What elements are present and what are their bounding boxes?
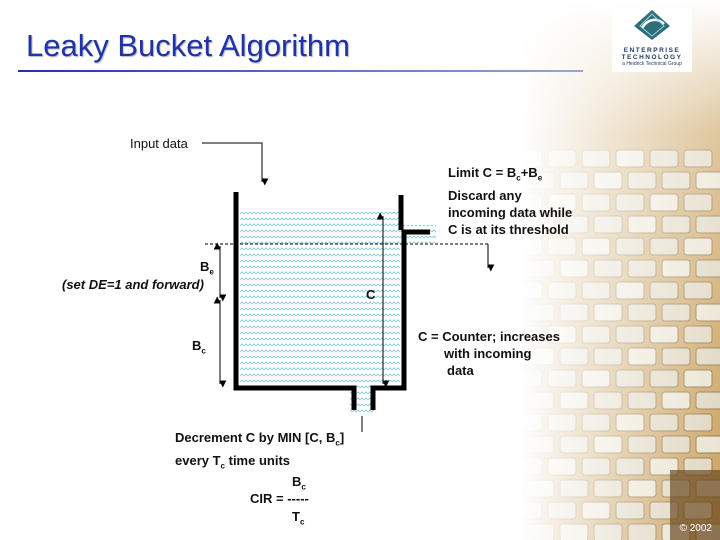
discard-line-3: C is at its threshold — [448, 221, 569, 237]
logo-emblem-icon — [634, 10, 670, 40]
counter-note: C = Counter; increases with incoming dat… — [418, 328, 588, 379]
decrement-line-2: every Tc time units — [175, 452, 291, 471]
copyright-text: © 2002 — [679, 523, 712, 534]
enterprise-technology-logo: ENTERPRISE TECHNOLOGY a Heidrick Technic… — [612, 8, 692, 72]
logo-line-3: a Heidrick Technical Group — [622, 61, 682, 67]
cir-denominator: Tc — [292, 509, 305, 527]
title-underline — [18, 70, 583, 72]
limit-note: Limit C = Bc+Be Discard any incoming dat… — [448, 164, 598, 238]
bucket-wall — [233, 192, 430, 410]
counter-line-2: with incoming — [444, 346, 532, 361]
input-data-label: Input data — [130, 136, 188, 151]
background-keyboard-photo — [520, 0, 720, 540]
bucket-water — [240, 212, 400, 384]
cir-numerator: Bc — [292, 474, 306, 492]
limit-formula: Limit C = Bc+Be — [448, 165, 543, 183]
decrement-note: Decrement C by MIN [C, Bc] every Tc time… — [175, 429, 405, 474]
decrement-line-1: Decrement C by MIN [C, Bc] — [175, 430, 345, 448]
be-label: Be — [200, 259, 214, 277]
be-note: (set DE=1 and forward) — [62, 277, 204, 292]
counter-line-1: C = Counter; increases — [418, 329, 560, 344]
logo-line-1: ENTERPRISE — [623, 47, 681, 54]
input-arrow — [202, 142, 269, 186]
bc-label: Bc — [192, 338, 206, 356]
cir-formula: CIR = ----- — [250, 491, 309, 506]
c-label: C — [366, 287, 376, 302]
logo-line-2: TECHNOLOGY — [621, 54, 683, 61]
slide-title: Leaky Bucket Algorithm — [26, 28, 350, 63]
discard-line-2: incoming data while — [448, 204, 573, 220]
discard-line-1: Discard any — [448, 187, 522, 203]
counter-line-3: data — [447, 363, 474, 378]
